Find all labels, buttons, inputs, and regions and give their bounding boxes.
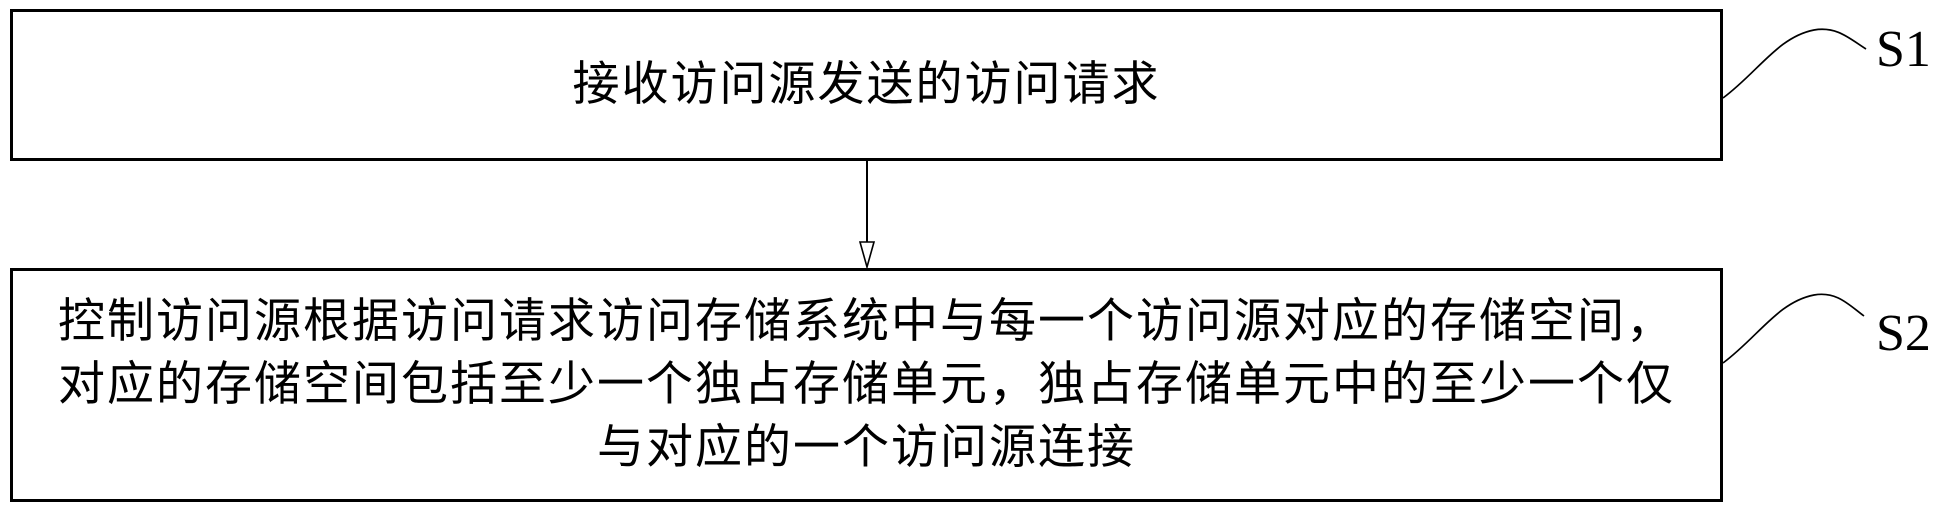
step-box-s2: 控制访问源根据访问请求访问存储系统中与每一个访问源对应的存储空间， 对应的存储空… <box>10 268 1723 502</box>
s1-leader-line <box>1722 28 1867 99</box>
step-s1-text: 接收访问源发送的访问请求 <box>572 58 1161 111</box>
step-s2-text-line-2: 对应的存储空间包括至少一个独占存储单元，独占存储单元中的至少一个仅 <box>58 358 1675 411</box>
step-label-s1: S1 <box>1876 21 1931 78</box>
step-s2-text-line-1: 控制访问源根据访问请求访问存储系统中与每一个访问源对应的存储空间， <box>58 295 1675 348</box>
step-box-s1: 接收访问源发送的访问请求 <box>10 9 1723 161</box>
step-label-s2: S2 <box>1876 305 1931 362</box>
step-s2-text-line-3: 与对应的一个访问源连接 <box>597 421 1136 474</box>
s2-leader-line <box>1722 293 1865 364</box>
arrow-down-connector <box>858 161 876 270</box>
